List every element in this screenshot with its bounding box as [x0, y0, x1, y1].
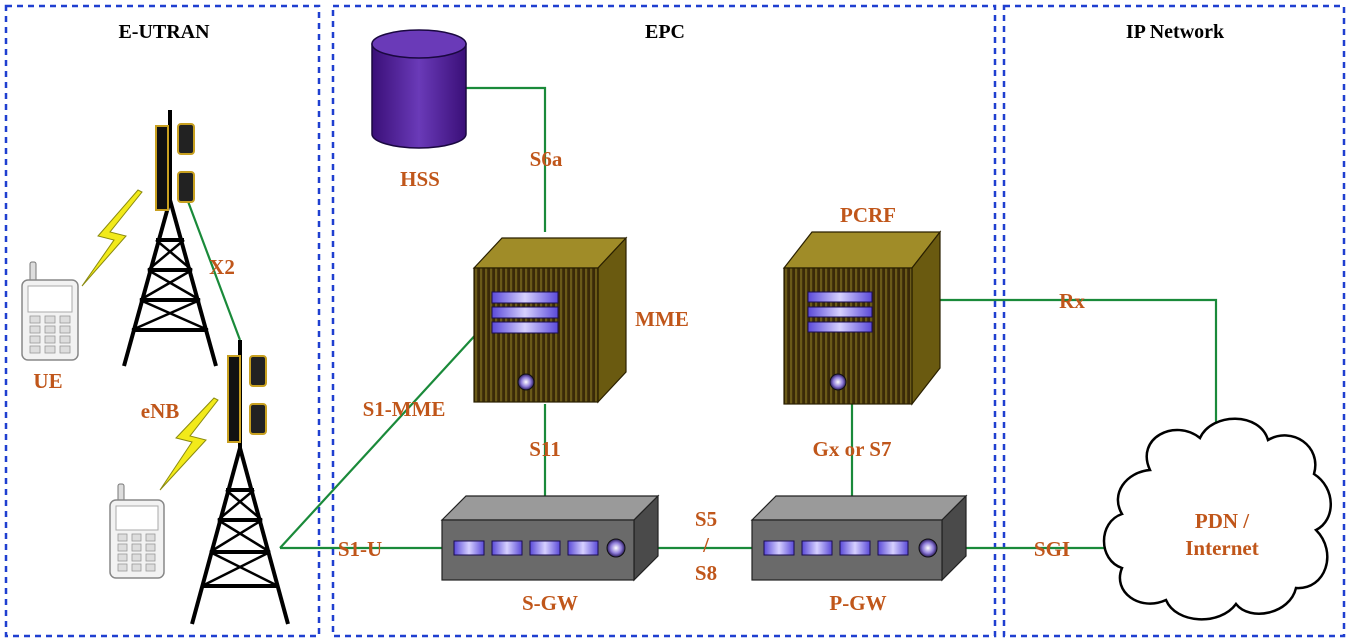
mme-server-icon — [472, 236, 628, 404]
zone-eutran — [4, 4, 321, 638]
x2-label: X2 — [209, 255, 235, 279]
link-x2 — [184, 195, 242, 341]
zone-ip-network — [1002, 4, 1346, 638]
pdn-label-line2: Internet — [1185, 536, 1258, 560]
ue-label: UE — [33, 369, 62, 393]
ue-phone-2-icon — [109, 483, 165, 579]
enb-tower-2-icon — [190, 340, 290, 625]
region-title-eutran: E-UTRAN — [118, 21, 210, 43]
s1-u-label: S1-U — [338, 537, 382, 561]
rx-label: Rx — [1059, 289, 1085, 313]
link-s6a — [465, 86, 547, 232]
enb-label: eNB — [141, 399, 180, 423]
ue-phone-icon — [21, 261, 79, 361]
s-gw-label: S-GW — [522, 591, 578, 615]
p-gw-label: P-GW — [829, 591, 886, 615]
pdn-label-line1: PDN / — [1195, 509, 1250, 533]
s5-s8-slash: / — [702, 533, 710, 557]
radio-signal-icon — [81, 189, 143, 287]
pcrf-server-icon — [782, 230, 942, 406]
hss-label: HSS — [400, 167, 440, 191]
s6a-label: S6a — [530, 147, 563, 171]
p-gw-switch-icon — [750, 494, 968, 582]
link-rx — [940, 298, 1218, 432]
region-title-ip-network: IP Network — [1126, 21, 1225, 43]
hss-database-icon — [371, 29, 467, 149]
s11-label: S11 — [529, 437, 561, 461]
s-gw-switch-icon — [440, 494, 660, 582]
region-title-epc: EPC — [645, 21, 685, 43]
enb-tower-icon — [122, 110, 218, 367]
s1-mme-label: S1-MME — [363, 397, 446, 421]
zone-epc — [331, 4, 997, 638]
link-s1-mme — [279, 329, 481, 549]
mme-label: MME — [635, 307, 689, 331]
radio-signal-2-icon — [159, 397, 219, 491]
pcrf-label: PCRF — [840, 203, 896, 227]
pdn-cloud-icon — [1102, 417, 1332, 621]
s8-label: S8 — [695, 561, 717, 585]
sgi-label: SGI — [1034, 537, 1070, 561]
gx-s7-label: Gx or S7 — [813, 437, 892, 461]
s5-label: S5 — [695, 507, 717, 531]
